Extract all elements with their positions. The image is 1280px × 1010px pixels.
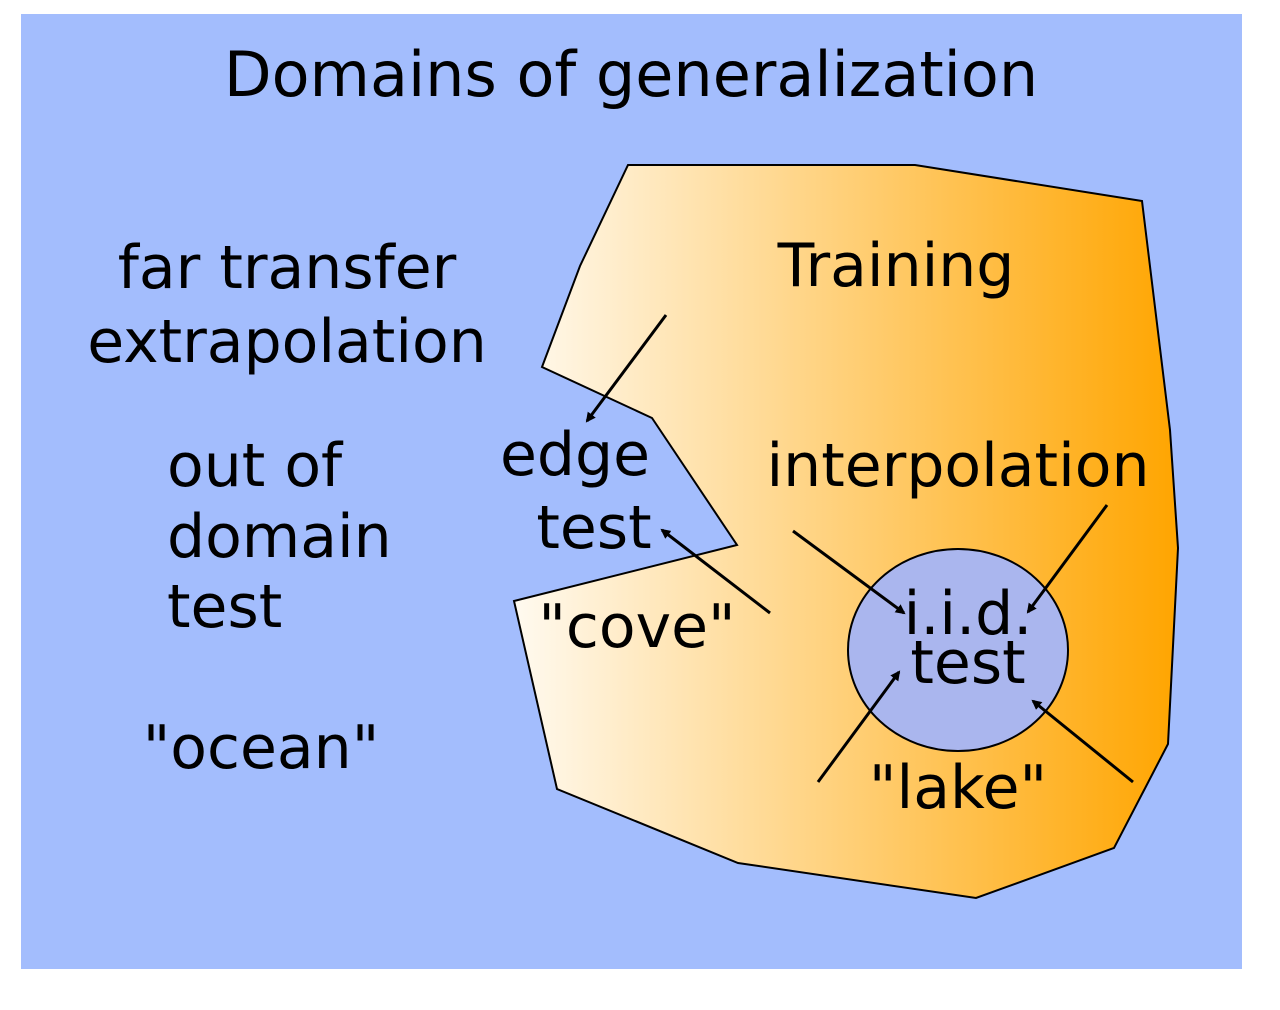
lake-quote-label: "lake" xyxy=(869,753,1047,823)
ood-label-line-3: test xyxy=(167,572,282,642)
ocean-quote-label: "ocean" xyxy=(143,713,380,783)
extrapolation-label: extrapolation xyxy=(87,307,487,377)
edge-label-line-2: test xyxy=(536,493,651,563)
arrow-interpolation-left xyxy=(792,529,906,615)
cove-label: "cove" xyxy=(538,592,735,662)
arrow-lake-right xyxy=(1031,699,1134,784)
training-label: Training xyxy=(777,231,1015,301)
diagram-title: Domains of generalization xyxy=(224,38,1038,111)
interpolation-label: interpolation xyxy=(767,431,1150,501)
far-transfer-label: far transfer xyxy=(118,233,457,303)
ood-label-line-1: out of xyxy=(167,431,344,501)
ood-label-line-2: domain xyxy=(167,502,392,572)
arrow-interpolation-right xyxy=(1026,504,1109,614)
lake-region xyxy=(847,548,1069,752)
arrow-lake-left xyxy=(816,670,901,783)
iid-label-line-1: i.i.d. xyxy=(904,579,1033,649)
arrow-to-edge-from-top xyxy=(585,314,668,423)
edge-label-line-1: edge xyxy=(500,420,650,490)
iid-label-line-2: test xyxy=(910,628,1025,698)
arrow-to-edge-from-cove xyxy=(660,528,771,615)
